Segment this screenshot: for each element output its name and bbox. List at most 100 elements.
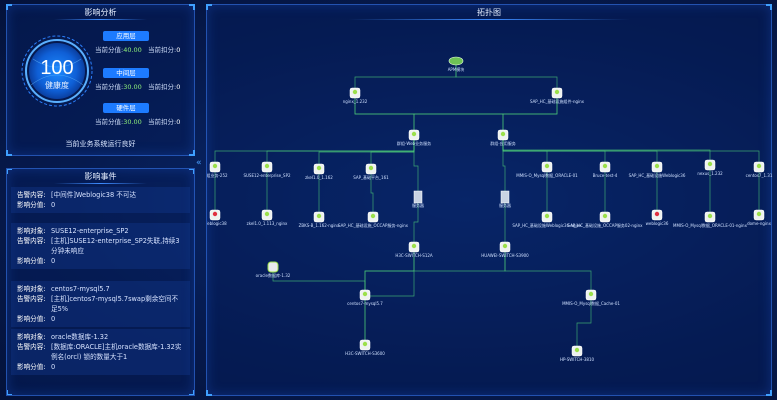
impact-analysis-panel: 影响分析 100 健康度 应用层 当前分值:40.00 当前扣分:0 [6, 4, 195, 156]
layer-tag: 应用层 [103, 31, 149, 41]
topology-node-label: H3C-SWITCH-S12A [395, 253, 433, 258]
panel-corner [7, 390, 12, 395]
events-panel-title: 影响事件 [7, 169, 194, 185]
topology-node-mmis[interactable]: MMIS-O_Mysql数据_Cache-01 [562, 289, 620, 306]
layer-tag: 中间层 [103, 68, 149, 78]
topology-link [502, 135, 506, 197]
topology-node-r8[interactable]: nexus_1.232 [697, 159, 723, 176]
topology-node-label: MMIS-O_Mysql数据_ORACLE-01 [516, 172, 578, 178]
topology-node-label: MMIS-O_Mysql数据_ORACLE-01-nginx [673, 222, 748, 228]
topology-node-sapnginx[interactable]: SAP_HC_基础设施组件-nginx [530, 87, 585, 104]
layer-hardware: 硬件层 当前分值:30.00 当前扣分:0 [95, 103, 195, 126]
topology-node-label: oracle数据库-1.32 [256, 272, 291, 278]
collapse-left-icon[interactable]: « [196, 158, 202, 168]
topology-link [364, 247, 415, 345]
topology-node-b5[interactable]: SAP_HC_基础设施Weblogic36-nginx [512, 211, 582, 228]
panel-corner [766, 390, 772, 396]
topology-node-label: centos7-mysql5.7 [347, 301, 383, 306]
topology-node-r5[interactable]: MMIS-O_Mysql数据_ORACLE-01 [516, 161, 578, 178]
topology-node-label: nginx_1.232 [343, 99, 368, 104]
topology-node-r3[interactable]: zkel1.0_1.162 [305, 163, 333, 180]
topology-node-label: 群组-应用服务 [490, 140, 515, 146]
topology-node-b2[interactable]: zkel1.0_1.113_nginx [247, 209, 288, 226]
panel-corner [6, 4, 12, 10]
topology-graph[interactable]: APM模块 nginx_1.232 SAP_HC_基础设施组件-nginx 群组-We… [207, 5, 773, 397]
topology-node-label: centos7_1.31 [746, 173, 773, 178]
topology-node-label: zkel1.0_1.113_nginx [247, 221, 288, 226]
impact-events-panel: 影响事件 告警内容:[中间件]Weblogic38 不可达 影响分值:0 影响对… [6, 168, 195, 396]
topology-link [576, 295, 592, 351]
panel-corner [189, 390, 194, 395]
topology-node-r7[interactable]: SAP_HC_基础设施Weblogic36 [629, 161, 686, 178]
layer-stats: 当前分值:40.00 当前扣分:0 [95, 46, 181, 54]
topology-node-b7[interactable]: weblogic36 [646, 209, 669, 226]
topology-node-g2[interactable]: 群组-应用服务 [490, 129, 516, 146]
topology-node-label: HUAWEI-SWITCH-S3900 [481, 253, 529, 258]
topology-node-label: APM模块 [448, 66, 465, 72]
topology-node-r1[interactable]: 群组业务-252 [207, 161, 228, 178]
panel-corner [7, 169, 12, 174]
topology-node-hp[interactable]: HP-SWITCH-3810 [560, 345, 595, 362]
topology-node-label: SUSE12-enterprise_SP2 [243, 173, 291, 178]
health-label: 健康度 [45, 81, 69, 90]
topology-link [413, 135, 419, 197]
topology-node-b1[interactable]: Weblogic38 [207, 209, 227, 226]
topology-link [370, 169, 374, 217]
impact-panel-title: 影响分析 [7, 5, 194, 21]
topology-title: 拓扑图 [207, 5, 771, 21]
topology-link [502, 135, 711, 165]
health-score: 100 [40, 57, 74, 79]
topology-node-sv2[interactable]: 服务器 [499, 190, 511, 208]
topology-node-label: HP-SWITCH-3810 [560, 357, 595, 362]
topology-node-apm[interactable]: APM模块 [448, 56, 465, 72]
topology-node-label: 服务器 [412, 202, 424, 208]
layer-middleware: 中间层 当前分值:30.00 当前扣分:0 [95, 68, 195, 91]
topology-node-label: SAP_HC_基础设施Weblogic36 [629, 172, 686, 178]
panel-corner [766, 4, 772, 10]
topology-node-b9[interactable]: dome-nginx [747, 209, 772, 226]
event-item[interactable]: 告警内容:[中间件]Weblogic38 不可达 影响分值:0 [11, 187, 190, 213]
topology-node-label: SAP_HC_基础设施_OCCAP服务02-nginx [567, 222, 643, 228]
topology-node-r6[interactable]: Bruce-test-4 [593, 161, 618, 178]
topology-link [455, 61, 558, 93]
topology-node-r9[interactable]: centos7_1.31 [746, 161, 773, 178]
event-item[interactable]: 影响对象:centos7-mysql5.7 告警内容:[主机]centos7-m… [11, 281, 190, 327]
topology-node-h3c2[interactable]: H3C-SWITCH-S3600 [345, 339, 385, 356]
topology-node-label: Weblogic38 [207, 221, 227, 226]
topology-link [266, 135, 415, 167]
event-item[interactable]: 影响对象:SUSE12-enterprise_SP2 告警内容:[主机]SUSE… [11, 223, 190, 269]
topology-node-sv1[interactable]: 服务器 [412, 190, 424, 208]
topology-node-b4[interactable]: SAP_HC_基础设施_OCCAP服务-nginx [338, 211, 409, 228]
topology-node-label: weblogic36 [646, 221, 669, 226]
event-item[interactable]: 影响对象:oracle数据库-1.32 告警内容:[数据库:ORACLE]主机o… [11, 329, 190, 375]
panel-corner [206, 390, 212, 396]
topology-panel: 拓扑图 APM模块 nginx_1.232 SAP_HC_基础设施组件-nginx 群… [206, 4, 773, 397]
topology-node-h3c1[interactable]: H3C-SWITCH-S12A [395, 241, 433, 258]
topology-node-r2[interactable]: SUSE12-enterprise_SP2 [243, 161, 291, 178]
topology-node-cent[interactable]: centos7-mysql5.7 [347, 289, 383, 306]
topology-node-b8[interactable]: MMIS-O_Mysql数据_ORACLE-01-nginx [673, 211, 748, 228]
system-status: 当前业务系统运行良好 [65, 140, 136, 148]
topology-node-ora[interactable]: oracle数据库-1.32 [256, 261, 291, 278]
topology-node-hw[interactable]: HUAWEI-SWITCH-S3900 [481, 241, 529, 258]
health-gauge: 100 健康度 [21, 35, 93, 107]
topology-node-label: SAP_HC_基础设施_OCCAP服务-nginx [338, 222, 409, 228]
layer-stats: 当前分值:30.00 当前扣分:0 [95, 83, 181, 91]
topology-node-label: SAP_HC_基础设施Weblogic36-nginx [512, 222, 582, 228]
topology-node-g1[interactable]: 群组-Web业务服务 [397, 129, 431, 146]
topology-node-label: SAP_基础平台_161 [353, 174, 389, 180]
topology-link [272, 267, 366, 295]
topology-node-b6[interactable]: SAP_HC_基础设施_OCCAP服务02-nginx [567, 211, 643, 228]
topology-node-label: H3C-SWITCH-S3600 [345, 351, 385, 356]
panel-corner [189, 4, 195, 10]
topology-node-b3[interactable]: ZBKS-B_1.162-nginx [299, 211, 340, 228]
topology-node-label: dome-nginx [747, 221, 772, 226]
panel-corner [189, 169, 194, 174]
topology-node-label: 群组业务-252 [207, 172, 228, 178]
topology-node-nginx1[interactable]: nginx_1.232 [343, 87, 368, 104]
topology-node-label: SAP_HC_基础设施组件-nginx [530, 98, 585, 104]
topology-node-r4[interactable]: SAP_基础平台_161 [353, 163, 389, 180]
panel-corner [206, 4, 212, 10]
topology-link [413, 93, 558, 135]
topology-node-label: MMIS-O_Mysql数据_Cache-01 [562, 300, 620, 306]
